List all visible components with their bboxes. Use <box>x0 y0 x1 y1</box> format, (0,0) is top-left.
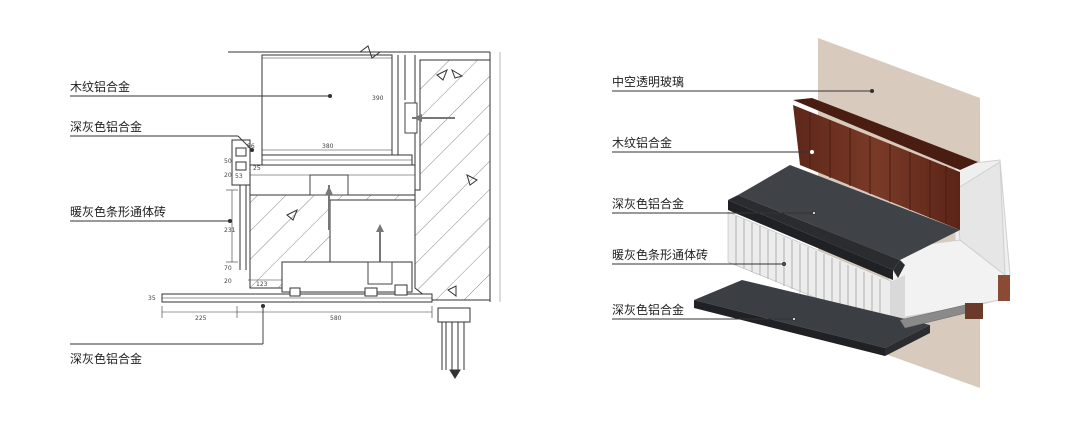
dim-123: 123 <box>256 281 268 288</box>
label-right-warm-gray-tile: 暖灰色条形通体砖 <box>612 248 709 262</box>
dim-225: 225 <box>195 315 207 322</box>
dim-53: 53 <box>235 173 243 180</box>
section-hanger-pipes <box>437 307 471 379</box>
axo-wood-panel <box>793 98 978 230</box>
dim-35: 35 <box>148 295 156 302</box>
dim-86: 86 <box>247 143 255 150</box>
axo-leader-lines <box>612 88 875 322</box>
section-aluminum-trim <box>231 139 251 270</box>
label-left-dark-gray-aluminum-top: 深灰色铝合金 <box>70 120 143 134</box>
label-right-dark-gray-aluminum-top: 深灰色铝合金 <box>612 197 685 211</box>
dim-380: 380 <box>322 143 334 150</box>
dim-25: 25 <box>253 165 261 172</box>
label-left-warm-gray-tile: 暖灰色条形通体砖 <box>70 205 167 219</box>
dim-580: 580 <box>330 315 342 322</box>
dim-50: 50 <box>224 158 232 165</box>
dim-231: 231 <box>224 227 236 234</box>
dim-70: 70 <box>224 265 232 272</box>
dim-20b: 20 <box>224 278 232 285</box>
label-left-dark-gray-aluminum-bottom: 深灰色铝合金 <box>70 352 143 366</box>
dim-20a: 20 <box>224 172 232 179</box>
section-anchors <box>309 102 455 285</box>
section-dimension-lines <box>161 149 433 318</box>
dim-390: 390 <box>372 95 384 102</box>
section-wall <box>228 45 501 302</box>
section-concrete-marks <box>286 68 478 297</box>
axo-dark-cap-top <box>728 165 960 280</box>
label-right-wood-aluminum: 木纹铝合金 <box>612 136 673 150</box>
axo-tile-block <box>727 211 905 329</box>
label-right-hollow-glass: 中空透明玻璃 <box>612 75 685 89</box>
axo-dark-sill-bottom <box>694 275 1010 356</box>
section-leader-lines <box>70 93 333 345</box>
label-right-dark-gray-aluminum-bottom: 深灰色铝合金 <box>612 303 685 317</box>
label-left-wood-aluminum: 木纹铝合金 <box>70 80 131 94</box>
